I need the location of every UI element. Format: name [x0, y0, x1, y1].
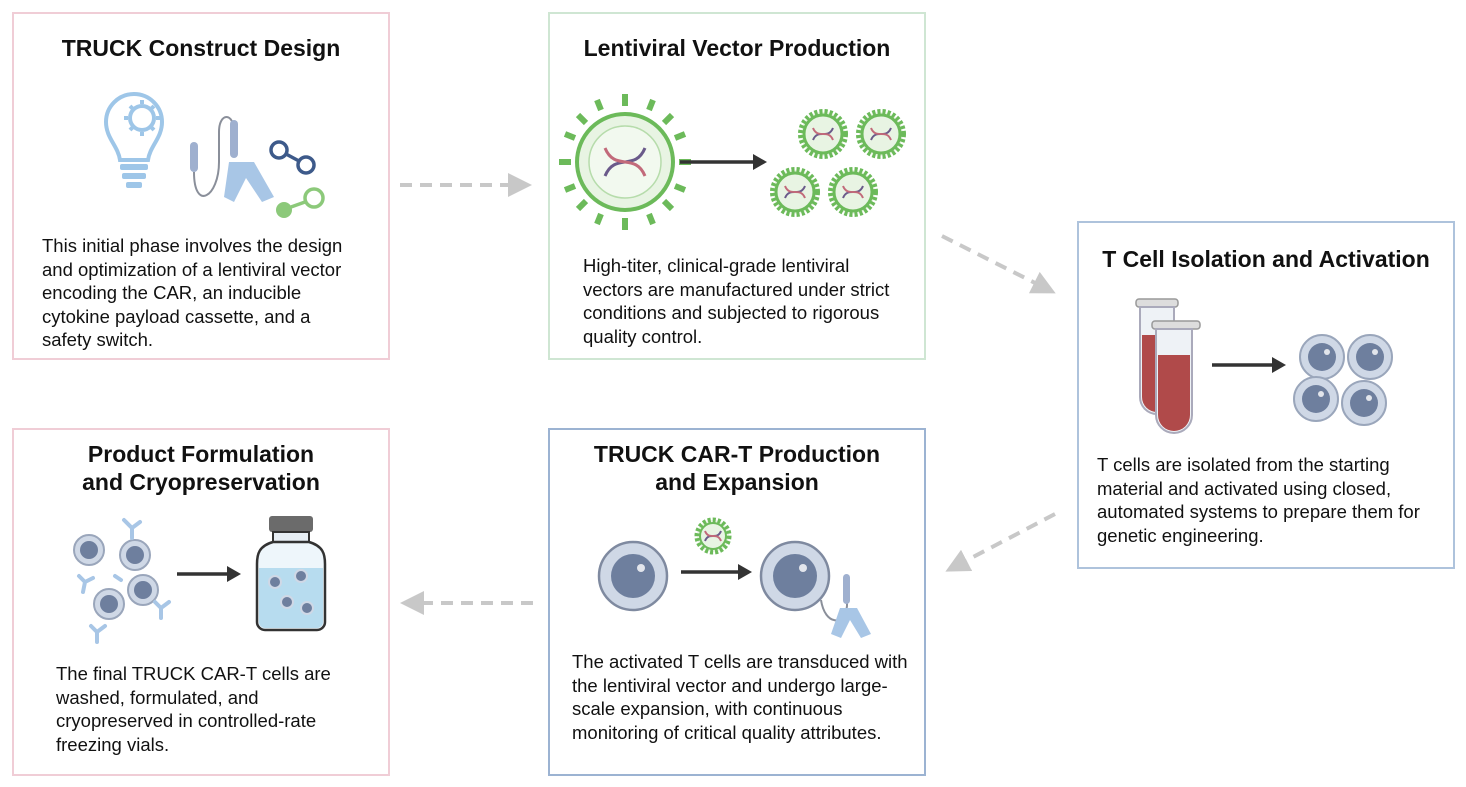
isolation-illustration [1135, 298, 1393, 434]
lentivirus-icon [694, 517, 732, 555]
step-product-formulation: Product Formulation and Cryopreservation [12, 428, 390, 776]
step-tcell-isolation: T Cell Isolation and Activation T cells … [1077, 221, 1455, 569]
molecule-icon [269, 140, 325, 218]
antibody-icon [77, 518, 171, 644]
step-title: T Cell Isolation and Activation [1102, 246, 1430, 272]
step-description: The final TRUCK CAR-T cells are washed, … [56, 663, 331, 755]
step-description: This initial phase involves the design a… [42, 235, 343, 350]
lentivirus-icon [559, 94, 691, 230]
arrow-isolation-to-expansion [945, 512, 1056, 572]
step-cart-expansion: TRUCK CAR-T Production and Expansion The… [548, 428, 926, 776]
step-title-line1: Product Formulation [87, 441, 315, 467]
step-description: High-titer, clinical-grade lentiviral ve… [583, 255, 890, 347]
formulation-illustration [73, 516, 327, 644]
design-illustration [103, 92, 325, 218]
test-tube-icon [1135, 298, 1201, 434]
car-receptor-icon [820, 574, 871, 638]
expansion-illustration [597, 517, 871, 638]
step-title-line2: and Cryopreservation [82, 469, 320, 495]
t-cell-icon [597, 540, 669, 612]
step-vector-production: Lentiviral Vector Production [548, 12, 926, 360]
arrow-vector-to-isolation [941, 234, 1056, 294]
step-title: Lentiviral Vector Production [583, 35, 891, 61]
step-description: The activated T cells are transduced wit… [572, 651, 908, 743]
step-title: TRUCK Construct Design [61, 35, 341, 61]
step-construct-design: TRUCK Construct Design [12, 12, 390, 360]
t-cell-icon [759, 540, 831, 612]
vector-illustration [559, 94, 906, 230]
vial-icon [255, 516, 327, 632]
step-title-line2: and Expansion [655, 469, 819, 495]
car-receptor-icon [190, 116, 274, 202]
lightbulb-gear-icon [103, 92, 165, 188]
step-title-line1: TRUCK CAR-T Production [593, 441, 881, 467]
step-description: T cells are isolated from the starting m… [1097, 454, 1420, 546]
